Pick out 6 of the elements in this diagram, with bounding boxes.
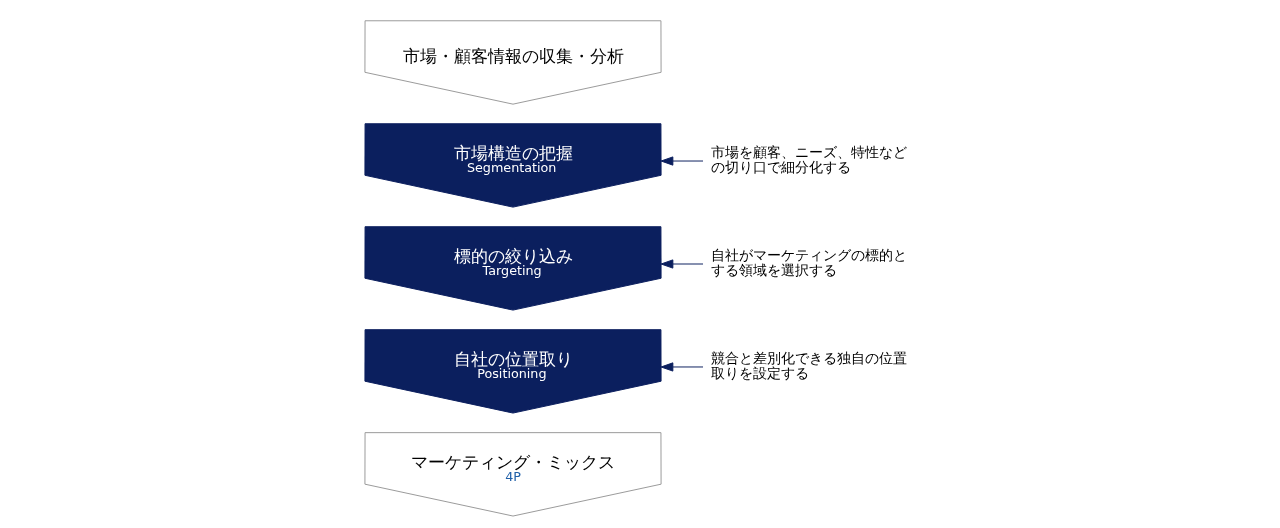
arrow bbox=[660, 259, 704, 269]
node-text: 競合と差別化できる独自の位置取りを設定する bbox=[711, 350, 908, 381]
node-text: 自社がマーケティングの標的とする領域を選択する bbox=[711, 247, 908, 278]
node-text: 市場を顧客、ニーズ、特性などの切り口で細分化する bbox=[711, 144, 908, 176]
arrow bbox=[660, 362, 704, 372]
arrow bbox=[660, 156, 704, 166]
